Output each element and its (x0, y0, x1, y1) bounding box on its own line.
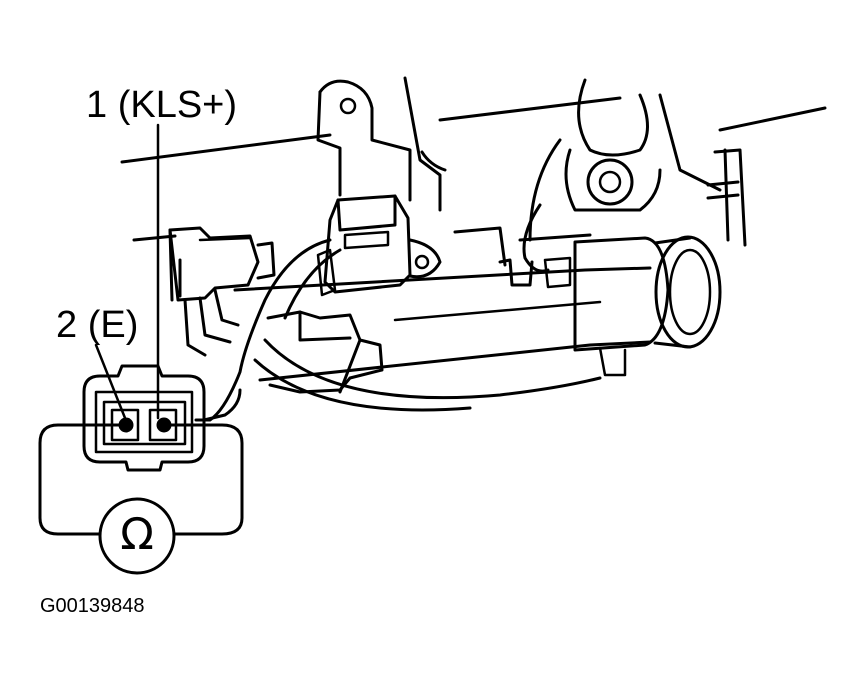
figure-id: G00139848 (40, 595, 145, 617)
mounting-bracket (316, 76, 447, 212)
terminal-2-probe-point (118, 417, 134, 433)
key-cylinder (498, 235, 722, 377)
ohmmeter-leads (38, 423, 244, 536)
wire-harness (194, 138, 602, 422)
right-bracket (564, 78, 747, 247)
ohmmeter-icon (98, 497, 176, 575)
terminal-2-label: 2 (E) (56, 304, 139, 346)
terminal-1-probe-point (156, 417, 172, 433)
lower-housing (266, 310, 384, 394)
column-tube (233, 226, 652, 382)
ohm-symbol: Ω (120, 509, 154, 560)
key-unlock-switch-body (316, 194, 442, 297)
terminal-2-leader-line (94, 343, 127, 420)
left-connector (168, 226, 276, 357)
column-frame-lines (120, 96, 827, 298)
terminal-1-label: 1 (KLS+) (86, 84, 238, 126)
